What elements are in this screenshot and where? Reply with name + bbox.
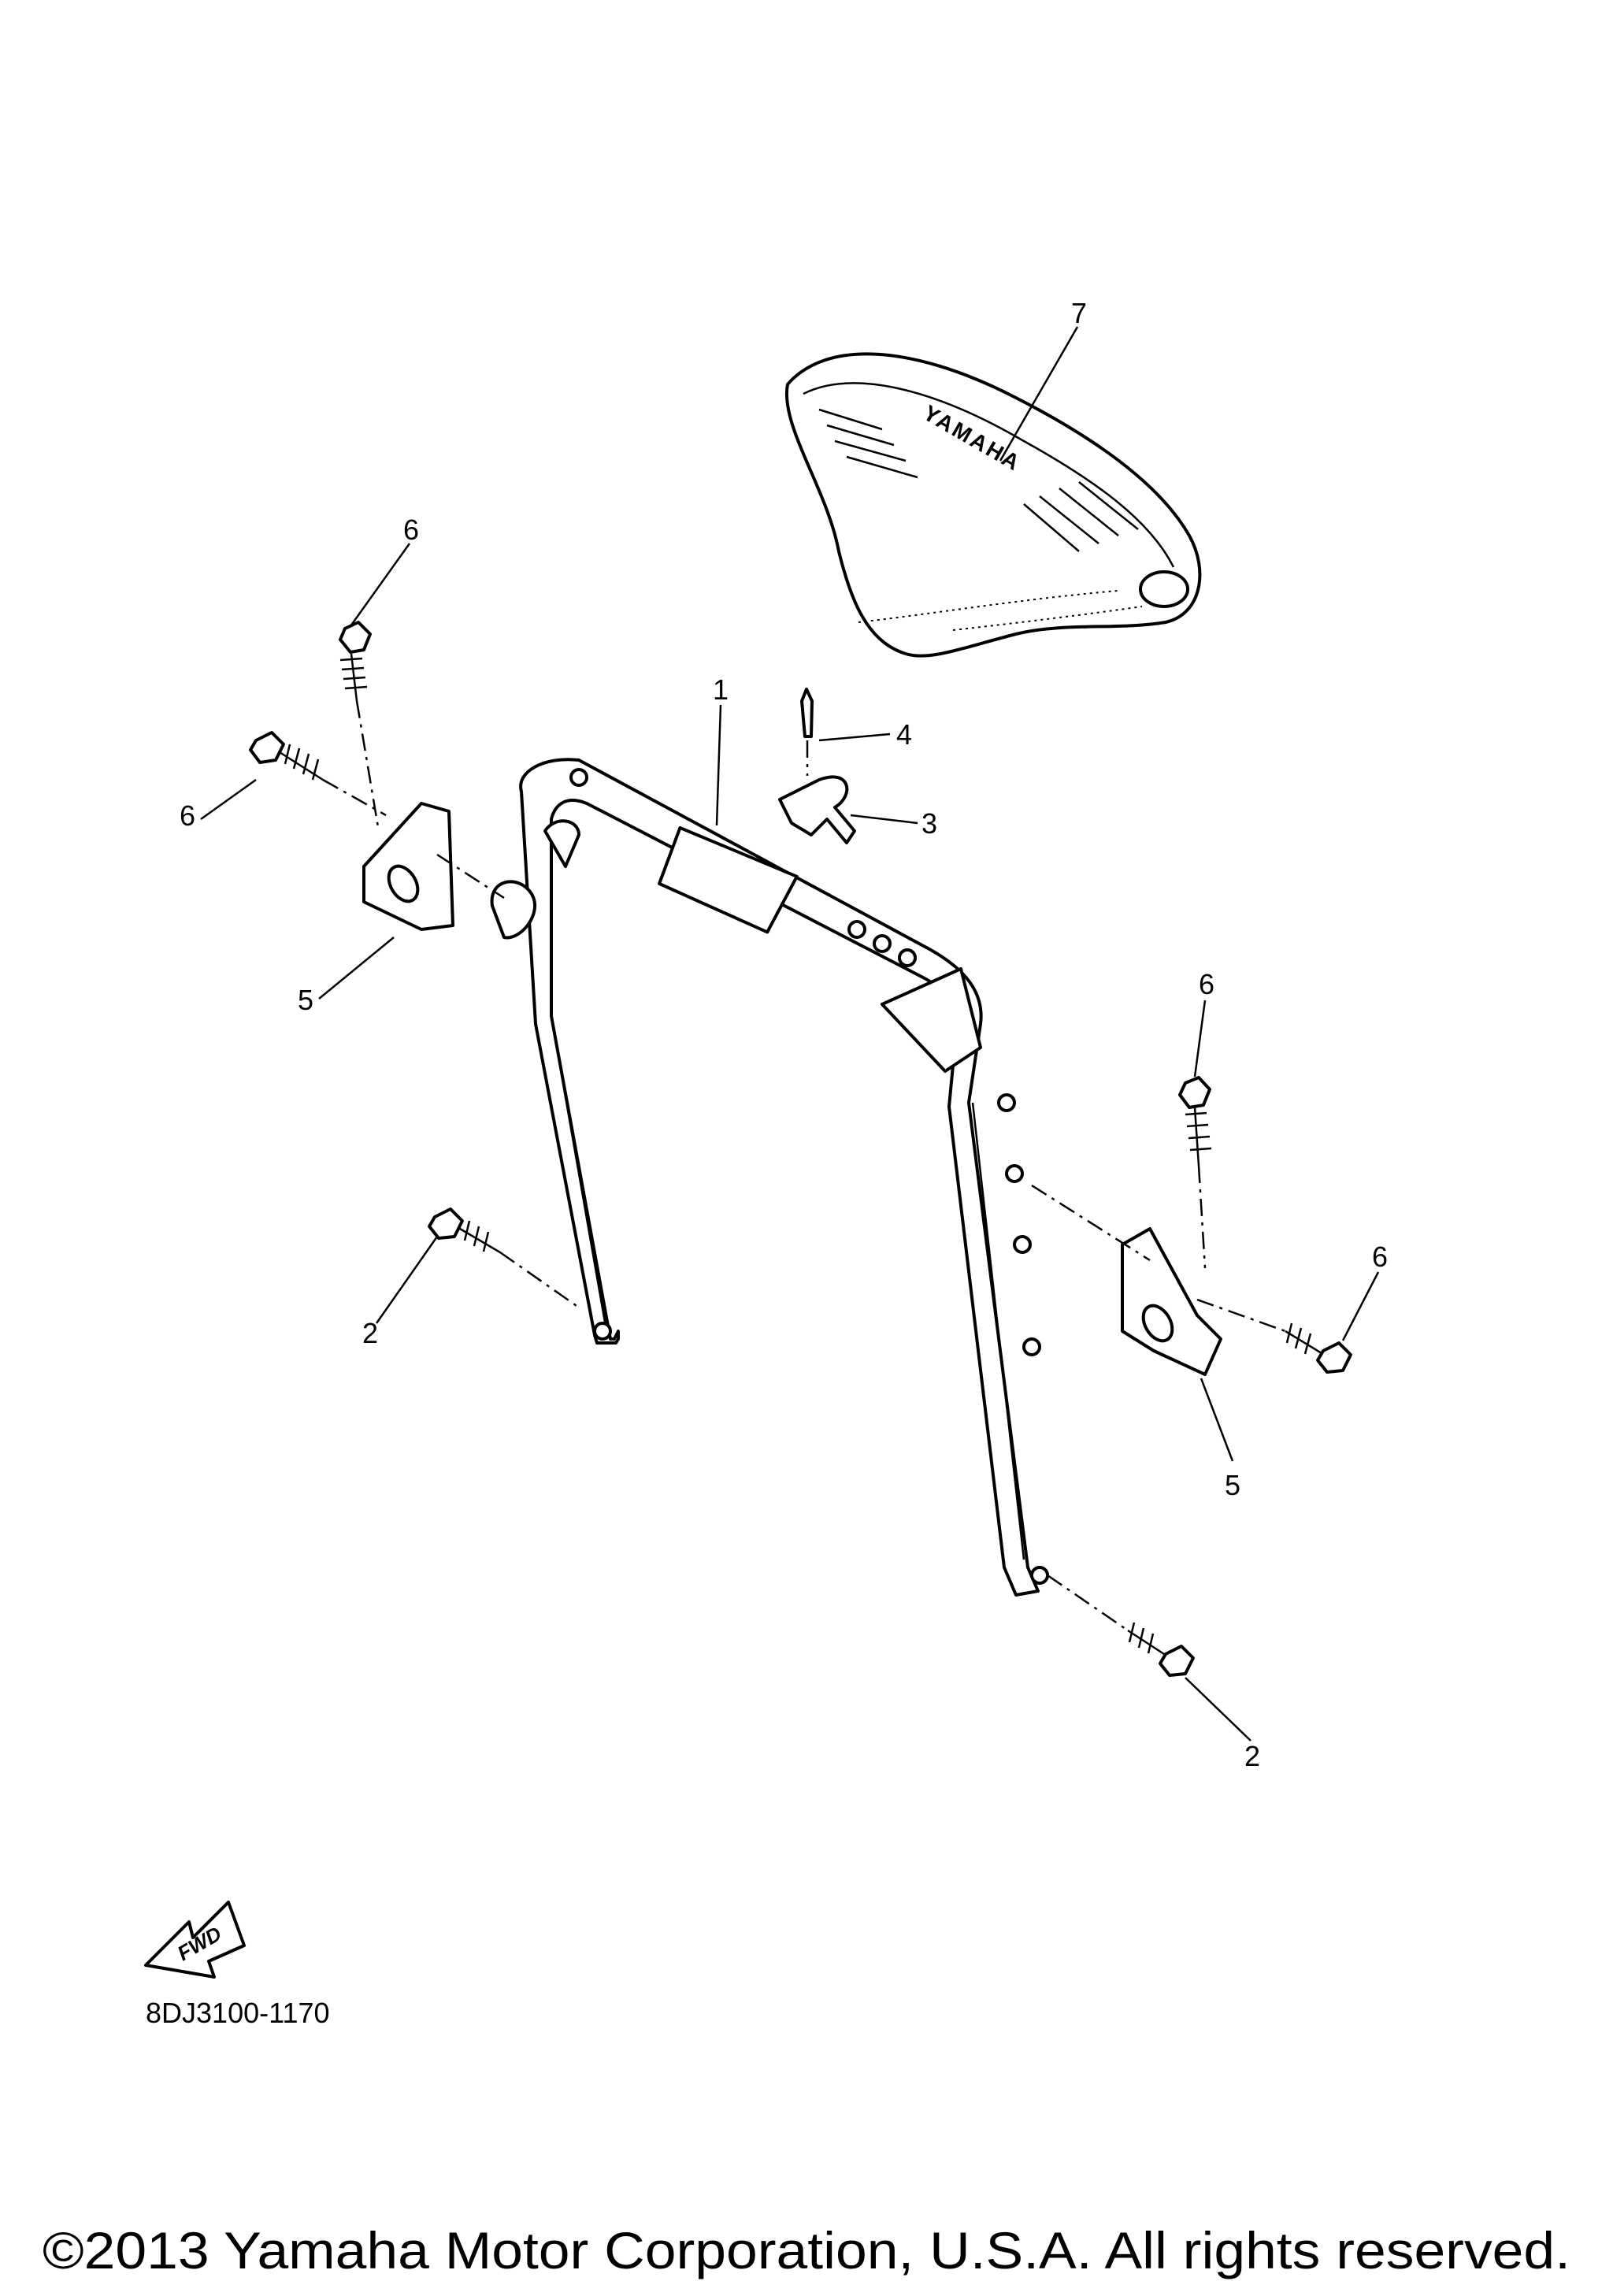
frame-part-1 <box>519 758 1049 1597</box>
rivet-part-4 <box>800 688 814 738</box>
callout-numbers: 7 6 6 5 1 4 3 6 6 2 5 2 <box>180 297 1388 1772</box>
callout-5: 5 <box>1225 1469 1240 1501</box>
bolt-part-6-right <box>1285 1322 1352 1374</box>
bolt-part-6-left <box>249 731 324 781</box>
bracket-part-5-left <box>362 802 537 940</box>
fwd-arrow-icon: FWD <box>144 1901 246 1979</box>
bolt-part-2-right <box>1127 1622 1195 1677</box>
callout-3: 3 <box>921 807 937 840</box>
clip-part-3 <box>778 775 856 844</box>
callout-6: 6 <box>1199 968 1214 1000</box>
seat-part-7: YAMAHA <box>784 352 1202 658</box>
bracket-part-5-right <box>1121 1227 1222 1376</box>
bolt-part-2-left <box>428 1207 501 1254</box>
bolt-part-6-top-left <box>339 621 372 702</box>
copyright-notice: ©2013 Yamaha Motor Corporation, U.S.A. A… <box>43 2221 1570 2279</box>
callout-6: 6 <box>180 799 195 832</box>
bolt-part-6-right-top <box>1178 1076 1212 1167</box>
callout-6: 6 <box>1372 1241 1388 1273</box>
callout-4: 4 <box>896 718 912 751</box>
leader-lines <box>200 326 1380 1741</box>
callout-5: 5 <box>298 984 313 1016</box>
assembly-lines <box>322 700 1286 1632</box>
callout-7: 7 <box>1071 297 1087 329</box>
callout-6: 6 <box>403 514 419 546</box>
part-code: 8DJ3100-1170 <box>146 1997 330 2029</box>
callout-2: 2 <box>1244 1740 1260 1772</box>
callout-1: 1 <box>713 673 729 706</box>
callout-2: 2 <box>362 1317 378 1349</box>
